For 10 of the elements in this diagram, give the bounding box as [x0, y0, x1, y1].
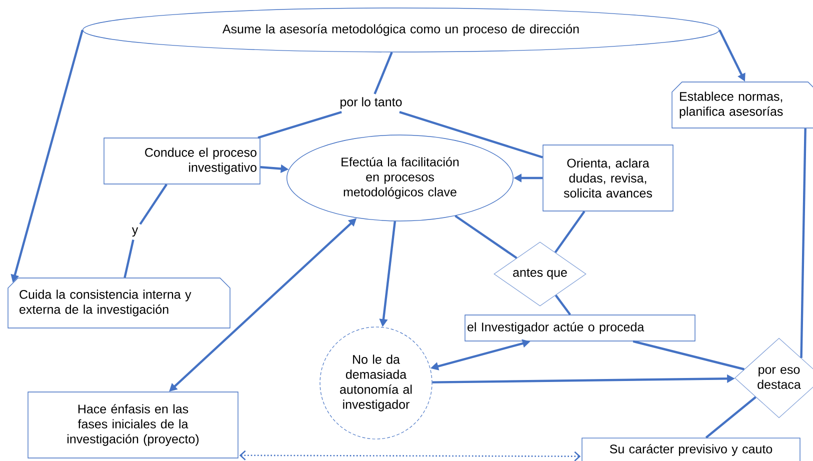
- process-box: Hace énfasis en las fases iniciales de la investigación (proyecto): [28, 392, 238, 458]
- process-box: Conduce el proceso investigativo: [104, 138, 260, 184]
- connector-text: por lo tanto: [336, 94, 406, 112]
- process-box: Cuida la consistencia interna y externa de la investigación: [8, 278, 230, 328]
- process-box: Establece normas, planifica asesorías: [672, 82, 813, 128]
- process-box: Orienta, aclara dudas, revisa, solicita avances: [542, 144, 674, 212]
- process-box: el Investigador actúe o proceda: [464, 314, 696, 342]
- arrow: [239, 450, 581, 461]
- process-box: Su carácter previsivo y cauto: [582, 438, 800, 461]
- connector-text: y: [128, 224, 142, 240]
